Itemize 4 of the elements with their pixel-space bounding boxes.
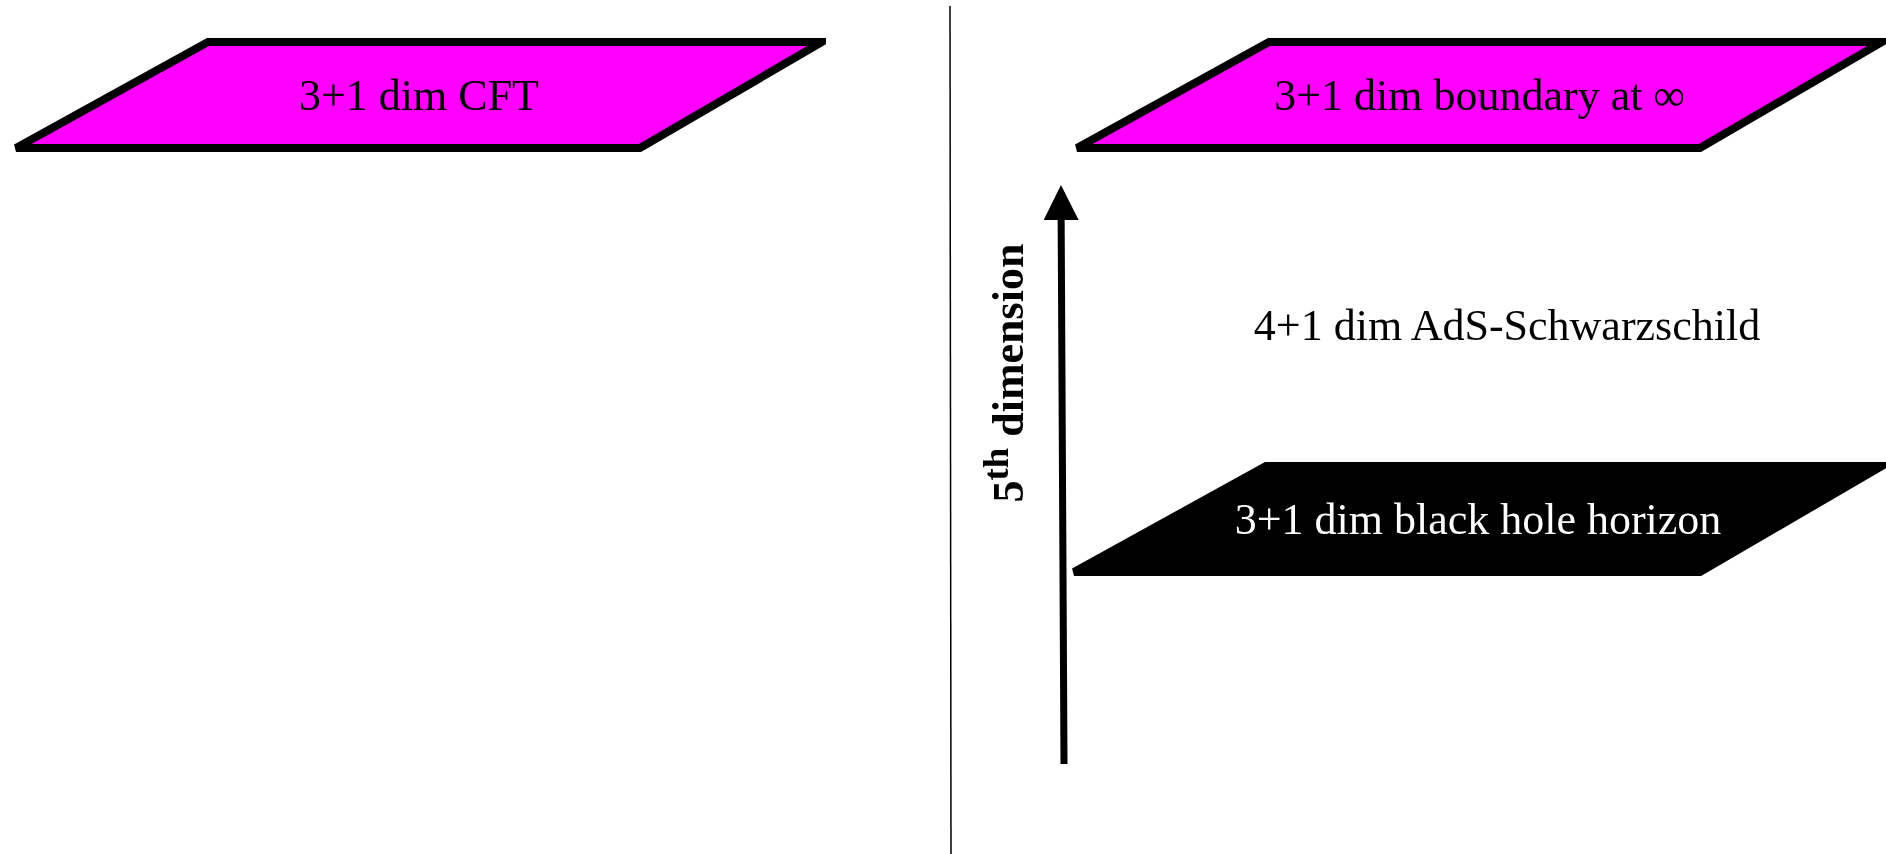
- plane-label: 3+1 dim CFT: [298, 69, 540, 121]
- region-label: 4+1 dim AdS-Schwarzschild: [1253, 299, 1761, 351]
- plane-label: 3+1 dim black hole horizon: [1233, 493, 1723, 545]
- plane-label: 3+1 dim boundary at ∞: [1273, 69, 1686, 121]
